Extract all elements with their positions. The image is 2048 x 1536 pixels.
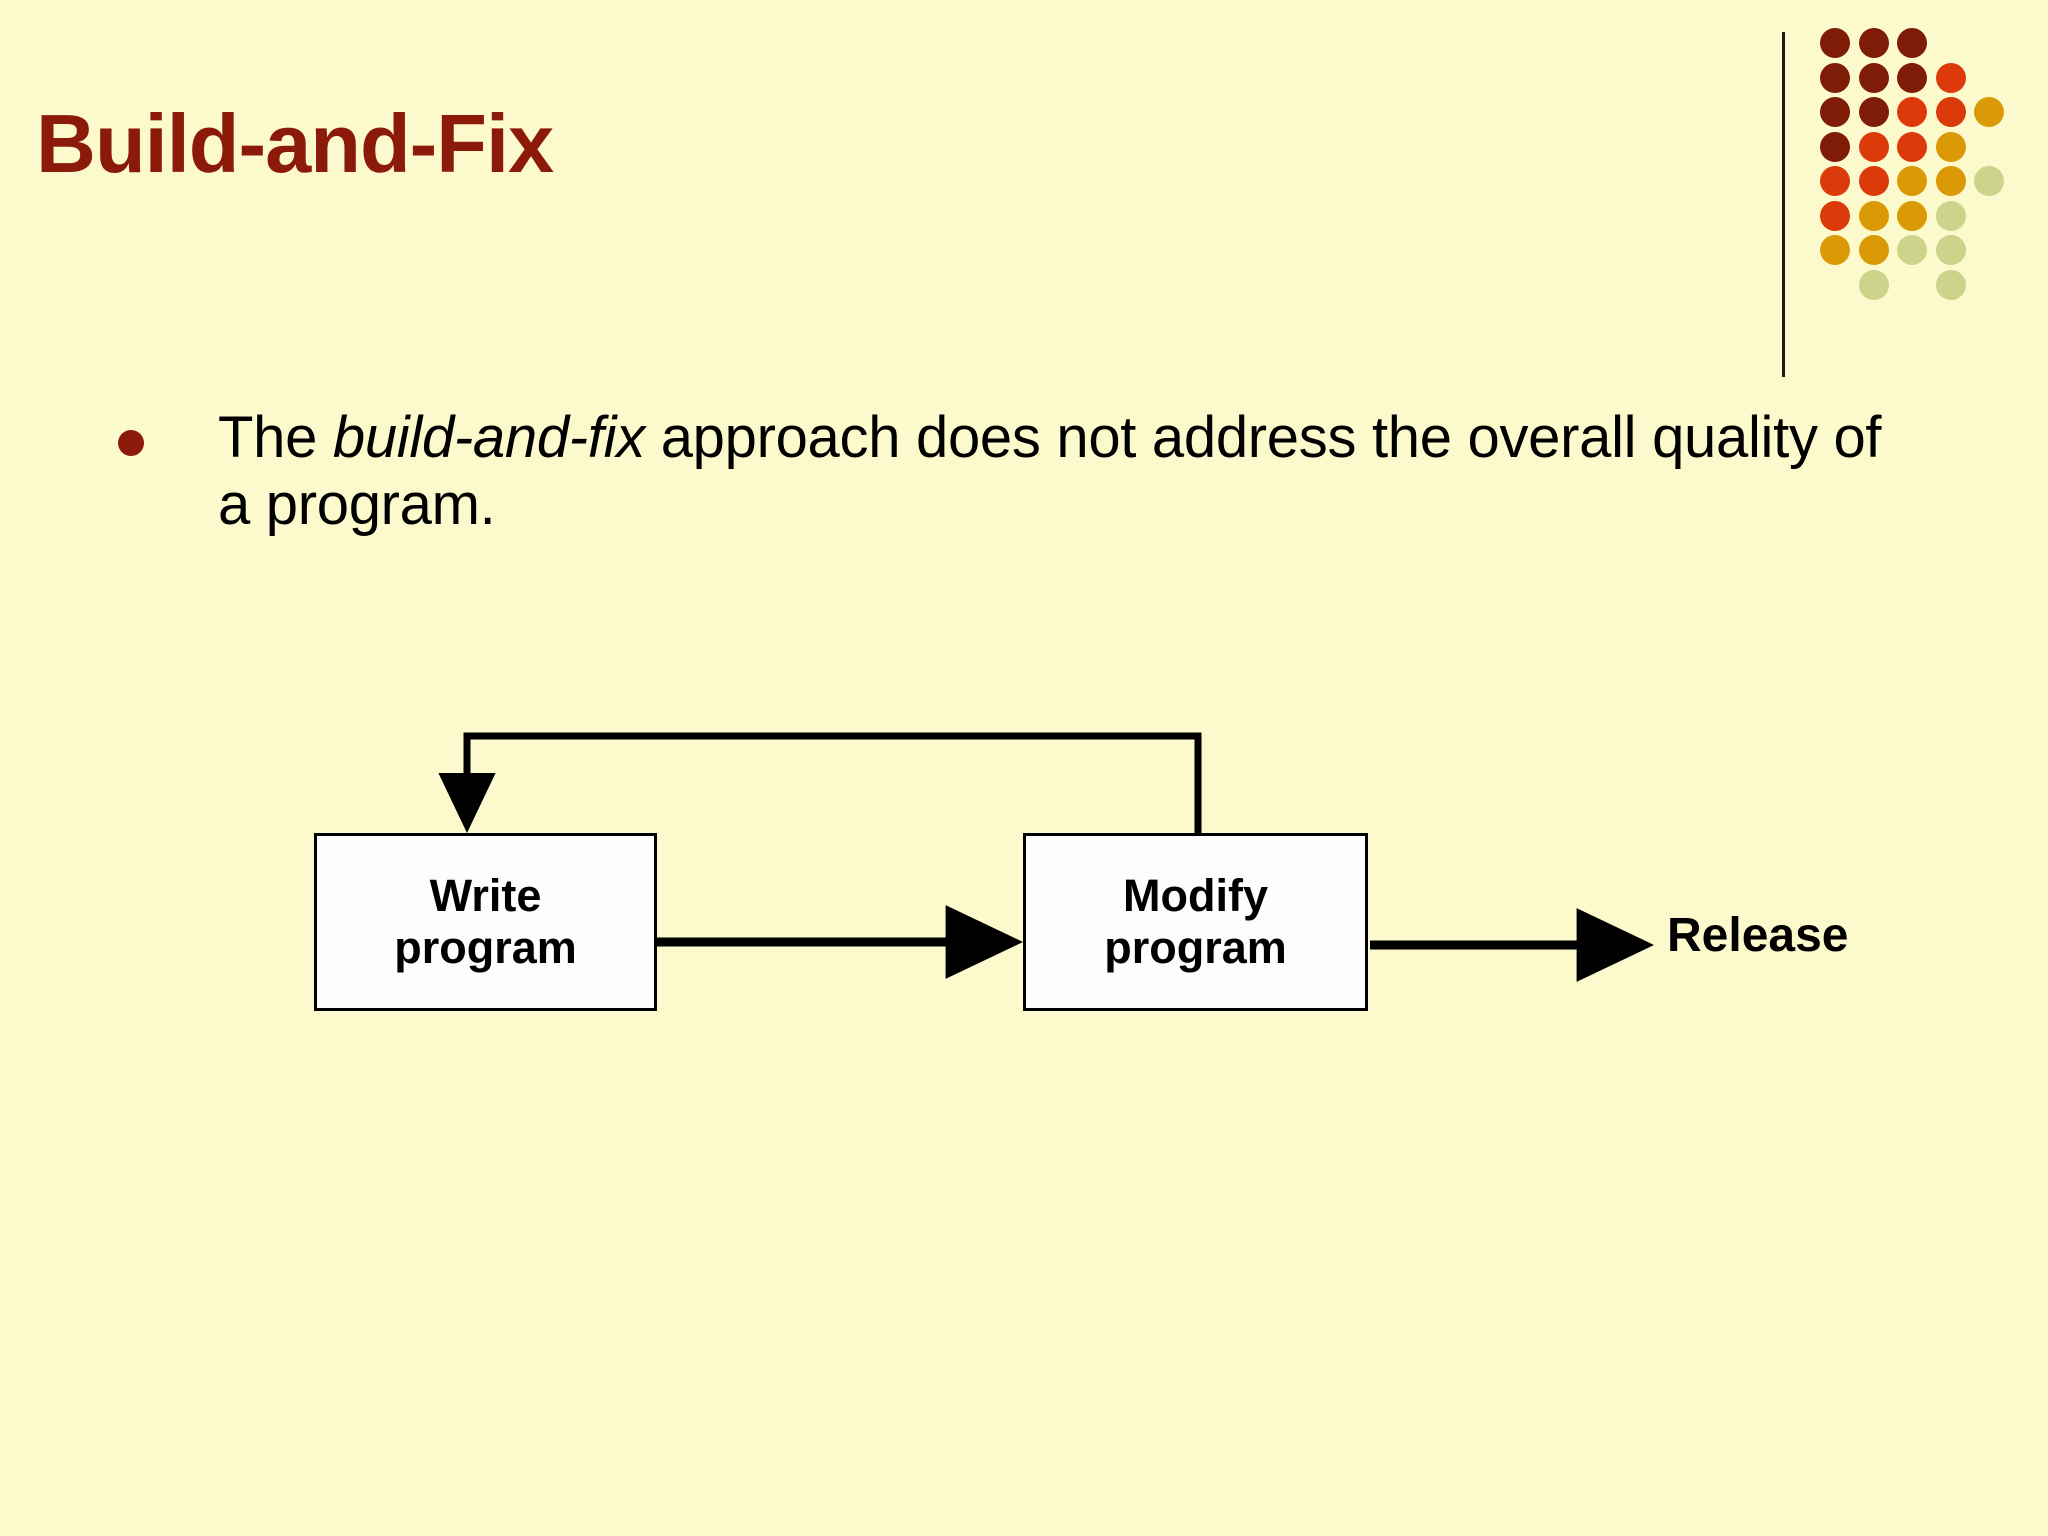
decorative-dot xyxy=(1935,62,1966,93)
flow-node-write-line1: Write xyxy=(429,870,542,922)
decorative-dot xyxy=(1935,269,1966,300)
decorative-dot xyxy=(1820,200,1850,231)
decorative-dot xyxy=(1858,166,1889,196)
decorative-dot xyxy=(1935,200,1966,231)
decorative-dot xyxy=(1935,235,1966,265)
decorative-dot xyxy=(1897,97,1927,127)
decorative-dot xyxy=(1858,97,1889,127)
decorative-dot xyxy=(1897,131,1927,162)
decorative-dot xyxy=(1897,235,1927,265)
decorative-dot xyxy=(1897,28,1927,58)
decorative-dot xyxy=(1974,166,2004,196)
decorative-dot xyxy=(1858,269,1889,300)
decorative-dot xyxy=(1897,200,1927,231)
decorative-dot xyxy=(1935,166,1966,196)
flow-node-modify-line2: program xyxy=(1104,922,1287,973)
flow-node-write-program[interactable]: Write program xyxy=(314,833,657,1011)
flow-node-modify-line1: Modify xyxy=(1123,870,1268,922)
decorative-dot xyxy=(1974,97,2004,127)
bullet-text-emphasis: build-and-fix xyxy=(332,405,645,470)
decorative-dot xyxy=(1820,235,1850,265)
content-body: The build-and-fix approach does not addr… xyxy=(108,404,1908,539)
bullet-text: The build-and-fix approach does not addr… xyxy=(218,404,1908,539)
decorative-dot xyxy=(1820,97,1850,127)
flow-terminal-release-label: Release xyxy=(1667,909,1849,962)
decorative-dot xyxy=(1820,62,1850,93)
decorative-dot xyxy=(1858,200,1889,231)
decorative-dot xyxy=(1897,62,1927,93)
decorative-dot xyxy=(1858,235,1889,265)
decorative-dot xyxy=(1935,131,1966,162)
decorative-dot-matrix xyxy=(1770,20,2048,380)
decorative-dot xyxy=(1858,131,1889,162)
edge-feedback-modify-to-write xyxy=(438,732,1202,834)
decorative-dot xyxy=(1820,28,1850,58)
decorative-dot xyxy=(1858,28,1889,58)
decorative-dot xyxy=(1820,131,1850,162)
slide-title: Build-and-Fix xyxy=(36,97,554,190)
flow-node-write-line2: program xyxy=(394,922,577,973)
vertical-rule-divider xyxy=(1782,32,1785,377)
bullet-marker-icon xyxy=(118,430,144,456)
decorative-dot xyxy=(1935,97,1966,127)
flow-node-modify-program[interactable]: Modify program xyxy=(1023,833,1368,1011)
bullet-text-before: The xyxy=(218,405,333,470)
decorative-dot xyxy=(1897,166,1927,196)
decorative-dot xyxy=(1858,62,1889,93)
decorative-dot xyxy=(1820,166,1850,196)
bullet-text-after: approach does not address the overall qu… xyxy=(218,405,1882,538)
bullet-item: The build-and-fix approach does not addr… xyxy=(108,404,1908,539)
